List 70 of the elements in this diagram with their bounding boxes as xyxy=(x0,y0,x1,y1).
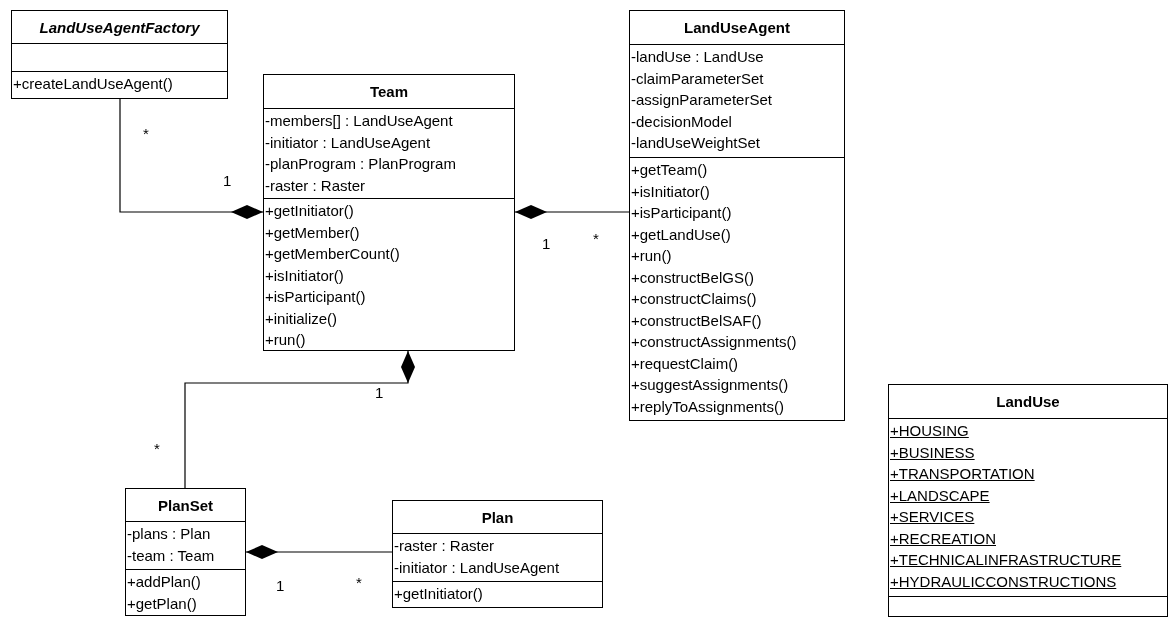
method-text: +isInitiator() xyxy=(264,265,344,286)
method-text: +createLandUseAgent() xyxy=(12,74,173,94)
attribute-text: -team : Team xyxy=(126,545,215,566)
method-text: +addPlan() xyxy=(126,572,201,592)
composition-connector xyxy=(119,98,264,219)
attribute-text: -members[] : LandUseAgent xyxy=(264,111,453,131)
class-box xyxy=(392,500,603,608)
method-compartment xyxy=(264,198,514,350)
method-text: +initialize() xyxy=(264,308,338,329)
enum-literal-text: +BUSINESS xyxy=(889,442,975,463)
method-text: +constructClaims() xyxy=(630,289,757,309)
class-box xyxy=(629,10,845,421)
method-text: +constructBelSAF() xyxy=(630,310,762,331)
method-text: +run() xyxy=(630,246,672,266)
attribute-text: -raster : Raster xyxy=(393,536,495,556)
attribute-text: -assignParameterSet xyxy=(630,90,772,110)
attribute-text: -claimParameterSet xyxy=(630,68,764,89)
enum-literal-text: +LANDSCAPE xyxy=(889,485,990,506)
class-name: LandUseAgent xyxy=(684,19,790,36)
enum-literal-text: +HYDRAULICCONSTRUCTIONS xyxy=(889,571,1117,592)
method-text: +isInitiator() xyxy=(630,181,710,202)
class-box xyxy=(888,384,1168,617)
method-text: +constructAssignments() xyxy=(630,332,797,352)
composition-connector xyxy=(245,545,393,559)
method-text: +replyToAssignments() xyxy=(630,396,784,417)
class-box xyxy=(263,74,515,351)
class-box xyxy=(11,10,228,99)
class-name: Team xyxy=(369,83,409,100)
method-text: +run() xyxy=(264,330,306,350)
enum-literal-text: +RECREATION xyxy=(889,528,996,549)
multiplicity-label: 1 xyxy=(542,235,551,252)
composition-connector xyxy=(514,205,630,219)
attribute-text: -decisionModel xyxy=(630,111,732,132)
multiplicity-label: * xyxy=(154,440,160,457)
method-text: +getMemberCount() xyxy=(264,244,400,264)
multiplicity-label: * xyxy=(593,230,599,247)
enum-literal-text: +TRANSPORTATION xyxy=(889,464,1035,484)
attribute-text: -initiator : LandUseAgent xyxy=(264,132,431,153)
multiplicity-label: * xyxy=(356,574,362,591)
method-text: +getInitiator() xyxy=(393,584,483,604)
method-text: +isParticipant() xyxy=(630,203,732,223)
attribute-text: -raster : Raster xyxy=(264,175,366,196)
class-name: LandUseAgentFactory xyxy=(39,18,200,36)
attribute-text: -initiator : LandUseAgent xyxy=(393,557,560,578)
attribute-text: -landUseWeightSet xyxy=(630,133,760,153)
method-text: +getPlan() xyxy=(126,593,197,614)
method-compartment xyxy=(126,569,245,615)
enum-literal-text: +SERVICES xyxy=(889,507,975,527)
multiplicity-label: 1 xyxy=(223,172,232,189)
method-text: +getInitiator() xyxy=(264,201,354,221)
attribute-text: -planProgram : PlanProgram xyxy=(264,154,456,174)
enum-literal-text: +HOUSING xyxy=(889,421,969,441)
multiplicity-label: * xyxy=(143,125,149,142)
method-text: +suggestAssignments() xyxy=(630,375,789,395)
composition-connector xyxy=(184,350,415,489)
method-text: +getMember() xyxy=(264,222,360,243)
multiplicity-label: 1 xyxy=(375,384,384,401)
method-text: +getTeam() xyxy=(630,160,708,180)
method-text: +isParticipant() xyxy=(264,287,366,307)
class-box xyxy=(125,488,246,616)
method-text: +getLandUse() xyxy=(630,224,731,245)
class-name: PlanSet xyxy=(158,496,213,514)
class-name: LandUse xyxy=(996,393,1060,410)
method-text: +constructBelGS() xyxy=(630,267,754,288)
class-name: Plan xyxy=(481,508,514,526)
method-text: +requestClaim() xyxy=(630,353,739,374)
attribute-text: -plans : Plan xyxy=(126,524,211,544)
enum-literal-text: +TECHNICALINFRASTRUCTURE xyxy=(889,550,1122,570)
multiplicity-label: 1 xyxy=(276,577,285,594)
attribute-text: -landUse : LandUse xyxy=(630,47,764,67)
